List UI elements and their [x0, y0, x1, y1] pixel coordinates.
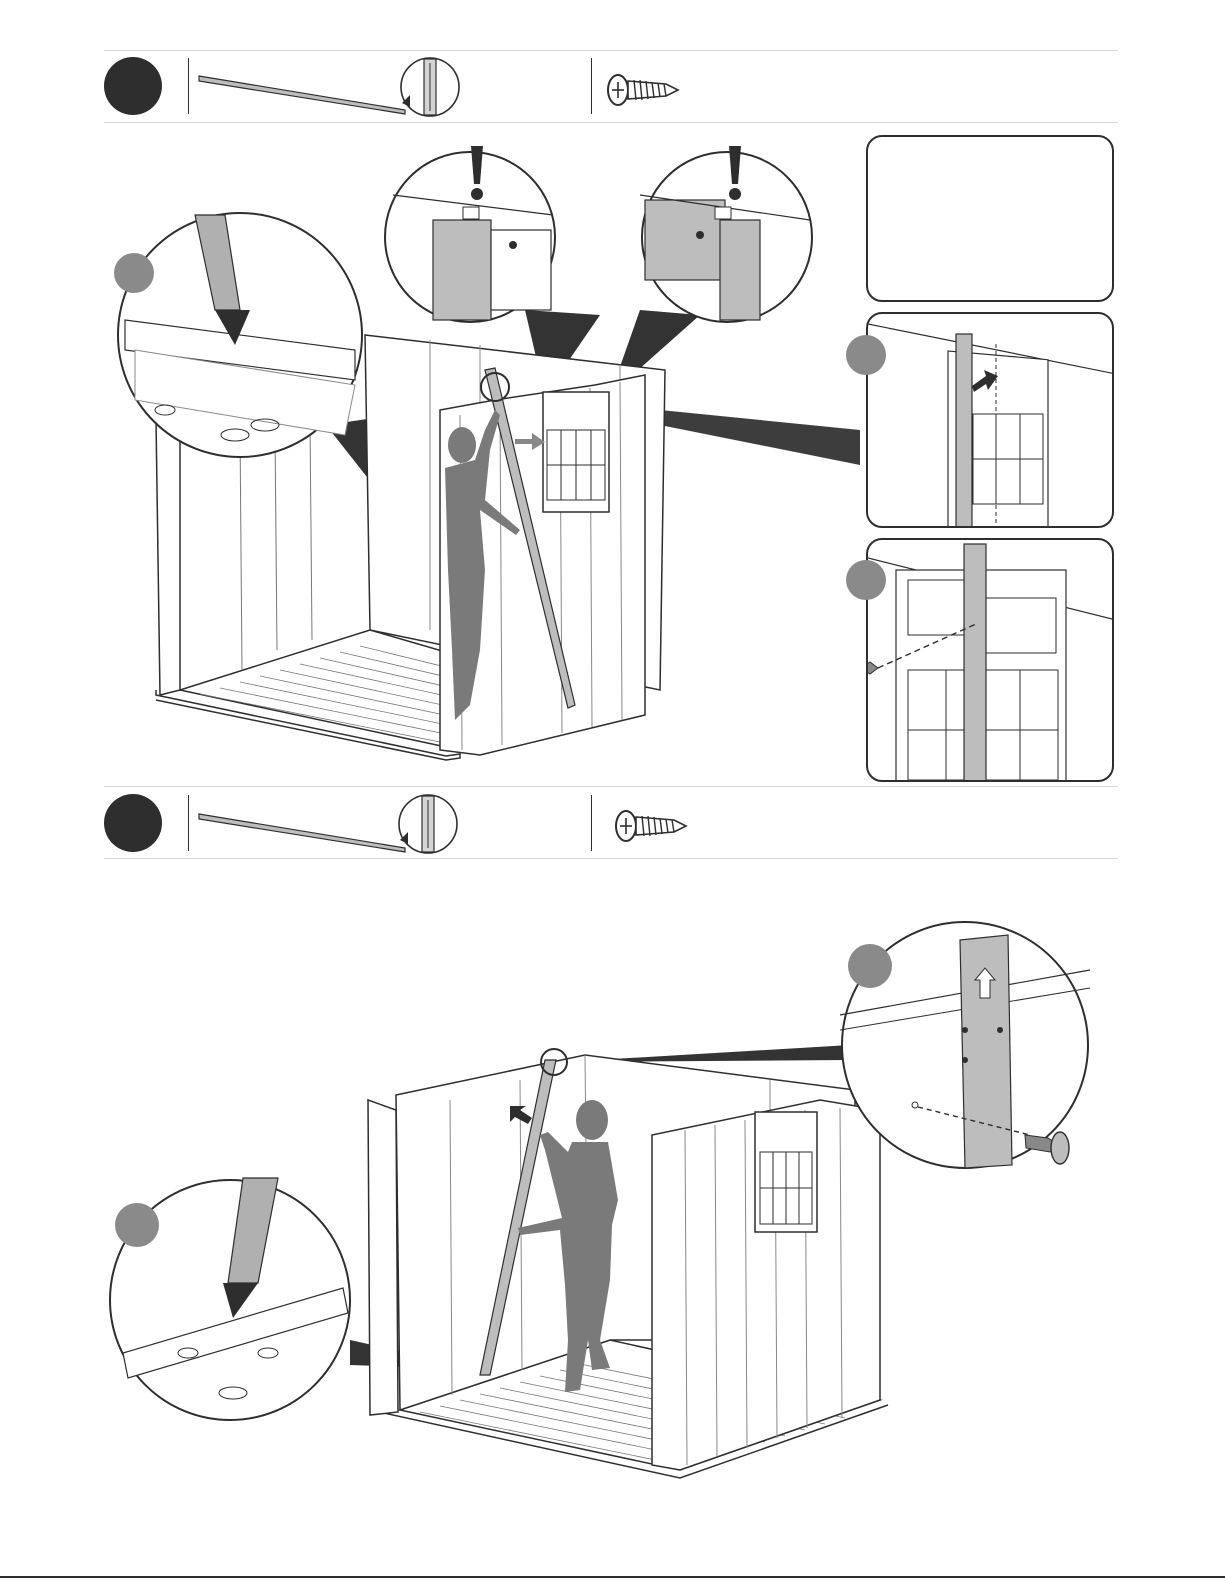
long-profile-icon — [195, 70, 415, 120]
header-top-rule — [104, 50, 1118, 51]
exclamation-icon — [725, 142, 745, 202]
callout-marker — [114, 253, 154, 293]
callout-marker — [846, 560, 886, 600]
header-bottom-rule — [104, 858, 1118, 859]
note-box — [866, 135, 1114, 302]
floor-insert-detail — [115, 210, 365, 460]
step-badge-2 — [104, 794, 162, 852]
profile-detail-icon — [396, 792, 460, 856]
header-separator — [591, 795, 592, 851]
shed-step2-illustration — [340, 1040, 900, 1510]
page-bottom-rule — [0, 1576, 1225, 1578]
header-separator — [591, 58, 592, 114]
profile-detail-icon — [398, 55, 462, 119]
header-bottom-rule — [104, 122, 1118, 123]
callout-marker — [115, 1203, 159, 1247]
header-separator — [188, 58, 189, 114]
screw-fixing-view — [866, 538, 1114, 782]
step-badge-1 — [104, 57, 162, 115]
long-profile-icon — [195, 808, 415, 858]
screw-icon — [612, 806, 692, 846]
screw-icon — [604, 70, 684, 110]
header-separator — [188, 795, 189, 851]
callout-marker — [846, 335, 886, 375]
exclamation-icon — [467, 142, 487, 202]
panel-top-view — [866, 312, 1114, 528]
header-top-rule — [104, 786, 1118, 787]
callout-marker — [848, 944, 892, 988]
